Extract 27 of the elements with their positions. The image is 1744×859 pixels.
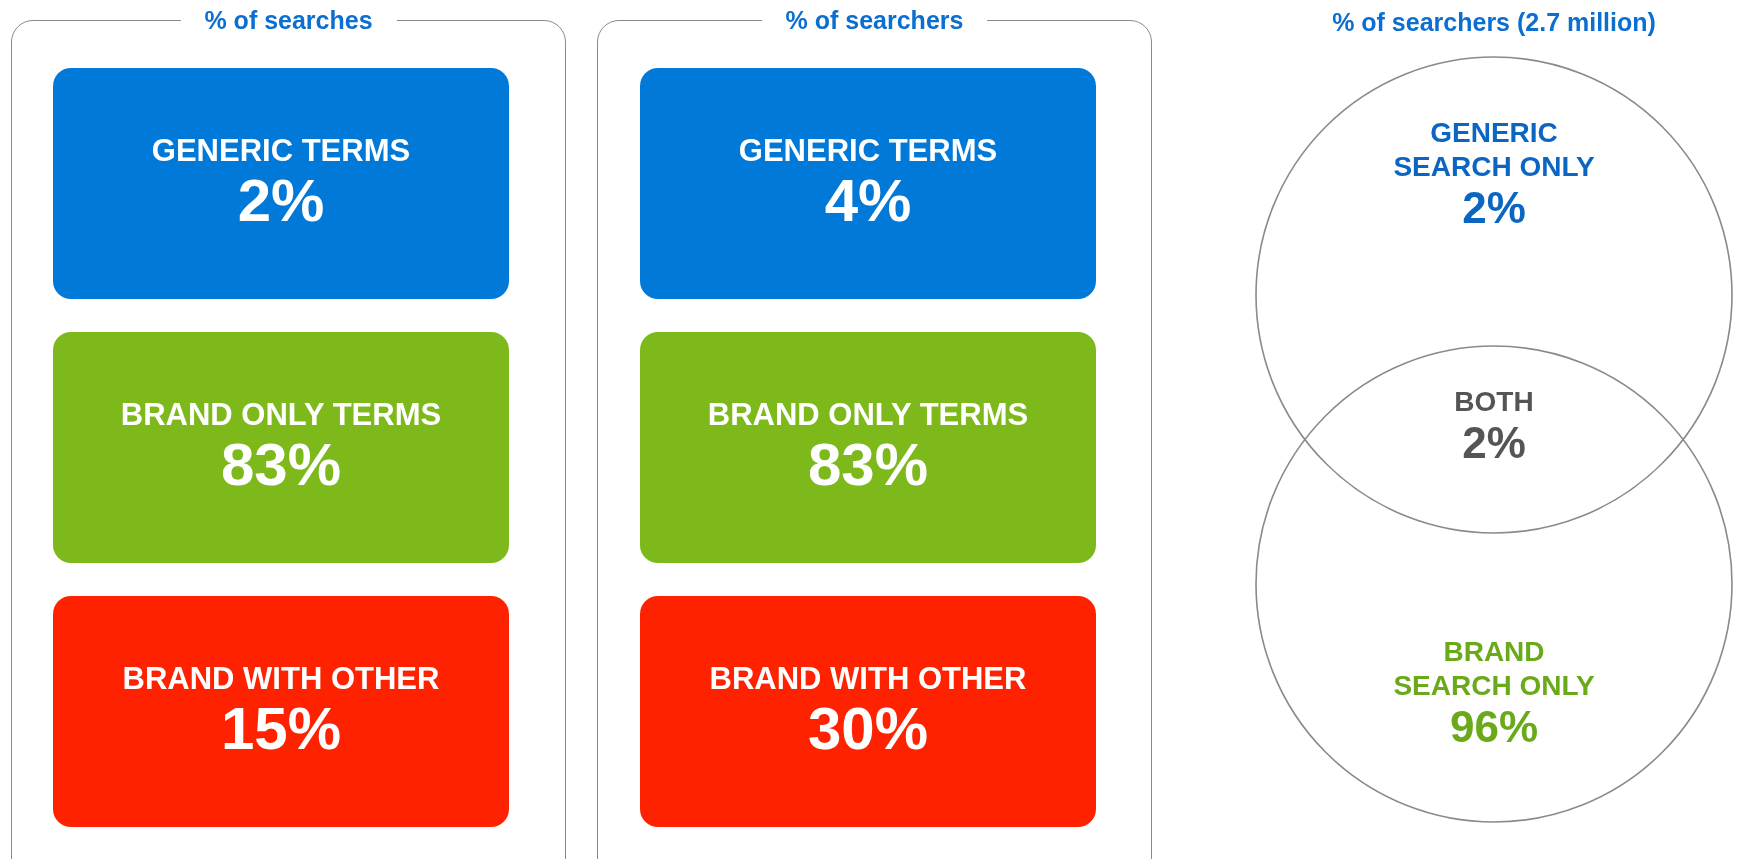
- category-box: [53, 596, 509, 827]
- percentage-value: 83%: [807, 432, 929, 499]
- venn-label: GENERIC SEARCH ONLY: [1392, 116, 1596, 184]
- percentage-value: 96%: [1449, 702, 1539, 753]
- category-name: BRAND ONLY TERMS: [120, 396, 442, 433]
- category-name: BRAND WITH OTHER: [122, 660, 440, 697]
- venn-circle: [1255, 345, 1733, 823]
- percentage-value: 2%: [1462, 183, 1526, 234]
- category-name: BRAND ONLY TERMS: [707, 396, 1029, 433]
- category-box: [53, 332, 509, 563]
- category-box: [640, 596, 1096, 827]
- percentage-value: 83%: [220, 432, 342, 499]
- percentage-value: 4%: [824, 168, 912, 235]
- category-box: [640, 68, 1096, 299]
- venn-label: BOTH: [1453, 384, 1535, 419]
- percentage-value: 2%: [237, 168, 325, 235]
- percentage-value: 2%: [1462, 418, 1526, 469]
- category-name: BRAND WITH OTHER: [709, 660, 1027, 697]
- percentage-value: 15%: [220, 696, 342, 763]
- chart-heading: % of searchers (2.7 million): [1332, 8, 1656, 37]
- category-name: GENERIC TERMS: [151, 132, 411, 169]
- percentage-value: 30%: [807, 696, 929, 763]
- category-box: [640, 332, 1096, 563]
- category-name: GENERIC TERMS: [738, 132, 998, 169]
- venn-circle: [1255, 56, 1733, 534]
- venn-label: BRAND SEARCH ONLY: [1392, 635, 1596, 703]
- category-box: [53, 68, 509, 299]
